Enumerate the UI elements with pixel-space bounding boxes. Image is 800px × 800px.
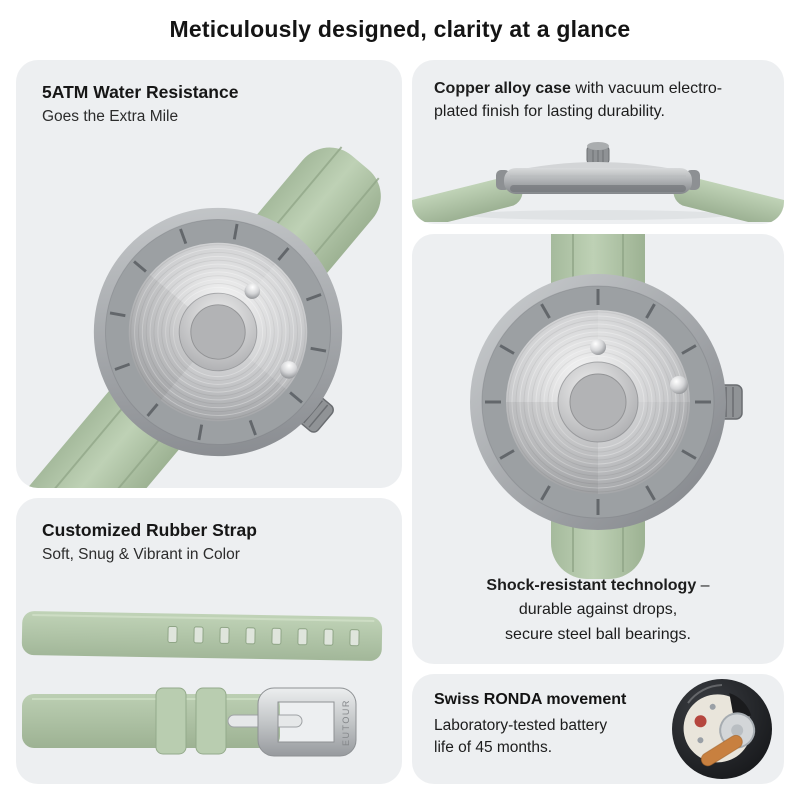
watch-front-illustration: [470, 234, 743, 579]
movement-illustration: [672, 679, 772, 779]
movement-heading: Swiss RONDA movement: [434, 691, 627, 708]
hour-ticks: [109, 223, 327, 441]
hour-ticks: [485, 289, 711, 515]
steel-ball-hour: [244, 283, 261, 299]
movement-line3: life of 45 months.: [434, 738, 553, 756]
water-resistance-textblock: 5ATM Water Resistance Goes the Extra Mil…: [42, 82, 238, 126]
shock-resistant-line2: durable against drops,: [518, 601, 678, 619]
card-movement: Swiss RONDA movement Laboratory-tested b…: [412, 674, 784, 784]
rubber-strap-subheading: Soft, Snug & Vibrant in Color: [42, 546, 240, 563]
watch-angled: [16, 146, 381, 488]
rubber-strap-illustration: EUTOUR: [21, 611, 383, 757]
crown-icon: [586, 142, 610, 165]
copper-case-text-rest: with vacuum electro-plated finish for la…: [434, 80, 723, 120]
strap-holes: [167, 625, 360, 647]
card-copper-case: Copper alloy case with vacuum electro-pl…: [412, 60, 784, 224]
watch-side-illustration: [412, 142, 784, 222]
rubber-strap-heading: Customized Rubber Strap: [42, 520, 257, 540]
jewel: [694, 715, 707, 728]
copper-case-text: Copper alloy case with vacuum electro-pl…: [434, 78, 746, 123]
buckle-brand-text: EUTOUR: [341, 699, 351, 746]
shock-resistant-line3: secure steel ball bearings.: [505, 626, 691, 644]
shock-resistant-dash: –: [696, 576, 710, 594]
page-title: Meticulously designed, clarity at a glan…: [169, 16, 631, 42]
rubber-strap-textblock: Customized Rubber Strap Soft, Snug & Vib…: [42, 520, 257, 564]
shock-resistant-text-bold: Shock-resistant technology: [486, 576, 697, 594]
shock-resistant-text: Shock-resistant technology – durable aga…: [412, 574, 784, 648]
card-water-resistance: 5ATM Water Resistance Goes the Extra Mil…: [16, 60, 402, 488]
water-resistance-heading: 5ATM Water Resistance: [42, 82, 239, 102]
movement-line2: Laboratory-tested battery: [434, 716, 608, 734]
strap-left: [412, 176, 523, 222]
buckle-frame: [257, 687, 357, 757]
watch-angled-illustration: [16, 146, 381, 488]
copper-case-text-bold: Copper alloy case: [434, 80, 571, 97]
steel-ball-hour: [590, 339, 606, 355]
movement-parts: [683, 693, 756, 767]
watch-front: [470, 234, 743, 579]
card-rubber-strap: Customized Rubber Strap Soft, Snug & Vib…: [16, 498, 402, 784]
coil: [701, 735, 743, 766]
steel-ball-minute: [670, 376, 688, 394]
movement-textblock: Swiss RONDA movement Laboratory-tested b…: [434, 689, 669, 759]
water-resistance-subheading: Goes the Extra Mile: [42, 108, 179, 125]
strap-keeper: [195, 687, 227, 755]
strap-with-holes: [21, 611, 383, 661]
shock-resistant-line1: Shock-resistant technology –: [412, 574, 784, 599]
strap-right: [673, 176, 784, 222]
watch-shadow: [466, 210, 730, 220]
strap-keeper: [155, 687, 187, 755]
card-shock-resistant: Shock-resistant technology – durable aga…: [412, 234, 784, 664]
steel-ball-minute: [280, 361, 298, 379]
strap-with-buckle: EUTOUR: [22, 687, 357, 757]
